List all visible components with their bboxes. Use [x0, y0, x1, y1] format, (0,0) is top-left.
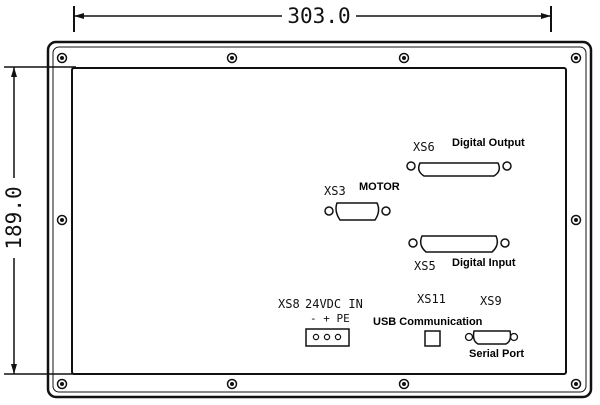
mounting-hole	[56, 214, 68, 226]
xs3-name: MOTOR	[359, 181, 400, 193]
xs5-id: XS5	[414, 259, 436, 273]
terminal-pin	[312, 333, 320, 341]
terminal-pin	[334, 333, 342, 341]
mounting-hole	[226, 52, 238, 64]
xs3-screw-left	[324, 206, 334, 216]
xs6-screw-right	[502, 161, 512, 171]
connector-xs11: XS11 USB Communication	[373, 292, 483, 347]
connector-xs5: XS5 Digital Input	[408, 235, 516, 273]
mounting-hole	[56, 52, 68, 64]
xs6-name: Digital Output	[452, 137, 525, 149]
xs9-id: XS9	[480, 294, 502, 308]
xs6-db-connector	[417, 162, 501, 177]
xs5-screw-right	[500, 238, 510, 248]
width-label: 303.0	[287, 4, 350, 28]
xs3-db-connector	[335, 202, 380, 221]
xs9-screw-right	[509, 332, 519, 342]
mounting-hole	[398, 52, 410, 64]
xs8-terminal-block	[305, 328, 350, 347]
height-dimension: 189.0	[2, 66, 76, 375]
mounting-hole	[570, 52, 582, 64]
width-dimension: 303.0	[73, 4, 552, 32]
xs8-name: 24VDC IN	[305, 297, 363, 311]
mounting-holes	[56, 52, 582, 390]
terminal-pin	[323, 333, 331, 341]
connector-xs9: XS9 Serial Port	[464, 294, 524, 360]
mounting-hole	[56, 378, 68, 390]
xs11-usb-port	[424, 330, 441, 347]
mounting-hole	[570, 378, 582, 390]
xs3-id: XS3	[324, 184, 346, 198]
xs9-serial-connector	[472, 330, 512, 345]
mounting-hole	[226, 378, 238, 390]
xs5-db-connector	[419, 235, 499, 253]
enclosure	[46, 40, 593, 399]
mounting-hole	[398, 378, 410, 390]
connector-xs8: XS8 24VDC IN - + PE	[278, 297, 363, 347]
xs6-id: XS6	[413, 140, 435, 154]
mounting-hole	[570, 214, 582, 226]
xs11-name: USB Communication	[373, 316, 483, 328]
xs6-screw-left	[406, 161, 416, 171]
xs8-id: XS8	[278, 297, 300, 311]
xs11-id: XS11	[417, 292, 446, 306]
connector-xs3: XS3 MOTOR	[324, 181, 400, 221]
connector-xs6: XS6 Digital Output	[406, 137, 525, 177]
xs5-screw-left	[408, 238, 418, 248]
height-label: 189.0	[2, 186, 26, 249]
xs3-screw-right	[381, 206, 391, 216]
xs8-pins: - + PE	[310, 312, 350, 325]
xs9-screw-left	[464, 332, 474, 342]
xs9-name: Serial Port	[469, 348, 524, 360]
xs5-name: Digital Input	[452, 257, 516, 269]
